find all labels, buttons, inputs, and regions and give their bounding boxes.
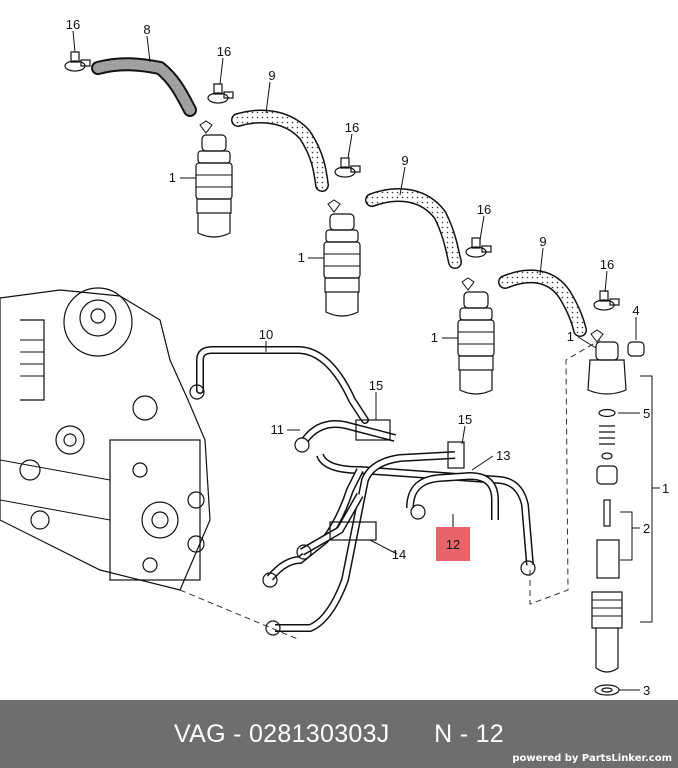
part-title: VAG - 028130303J N - 12 <box>0 700 678 768</box>
callout-label: 16 <box>66 17 80 32</box>
callout-label: 1 <box>298 250 305 265</box>
callout-label: 4 <box>632 303 639 318</box>
powered-by-link[interactable]: powered by PartsLinker.com <box>512 753 672 764</box>
callout-label: 1 <box>662 481 669 496</box>
diagram-drawing: 16 8 16 9 1 16 9 1 16 9 1 16 4 1 5 1 2 3… <box>0 17 669 698</box>
callout-label: 2 <box>643 521 650 536</box>
brand-name: VAG <box>174 720 226 748</box>
callout-label: 15 <box>369 378 383 393</box>
callout-labels: 16 8 16 9 1 16 9 1 16 9 1 16 4 1 5 1 2 3… <box>66 17 669 698</box>
callout-label: 13 <box>496 448 510 463</box>
callout-label: 15 <box>458 412 472 427</box>
callout-label: 16 <box>217 44 231 59</box>
part-info-bar: VAG - 028130303J N - 12 powered by Parts… <box>0 700 678 768</box>
callout-label: 16 <box>477 202 491 217</box>
parts-diagram: 16 8 16 9 1 16 9 1 16 9 1 16 4 1 5 1 2 3… <box>0 17 670 698</box>
highlight-box <box>436 527 470 561</box>
callout-label: 8 <box>143 22 150 37</box>
injection-pipes <box>189 346 536 636</box>
leader-lines <box>72 30 660 691</box>
callout-label: 9 <box>268 68 275 83</box>
callout-label: 3 <box>643 683 650 698</box>
return-hoses <box>91 57 587 337</box>
callout-label: 16 <box>345 120 359 135</box>
callout-label: 1 <box>567 329 574 344</box>
callout-label: 16 <box>600 257 614 272</box>
diagram-position: N - 12 <box>434 720 504 748</box>
callout-label: 14 <box>392 547 406 562</box>
injection-pump <box>0 287 211 591</box>
callout-label: 9 <box>401 153 408 168</box>
injector-exploded-view <box>587 329 653 696</box>
title-dash: - <box>233 720 249 748</box>
reference-lines <box>179 339 601 641</box>
callout-label: 1 <box>431 330 438 345</box>
callout-label: 11 <box>271 422 285 437</box>
part-number: 028130303J <box>248 720 390 748</box>
callout-label: 1 <box>169 170 176 185</box>
callout-label-highlighted: 12 <box>446 537 460 552</box>
callout-label: 10 <box>259 327 273 342</box>
callout-label: 5 <box>643 406 650 421</box>
callout-label: 9 <box>539 234 546 249</box>
